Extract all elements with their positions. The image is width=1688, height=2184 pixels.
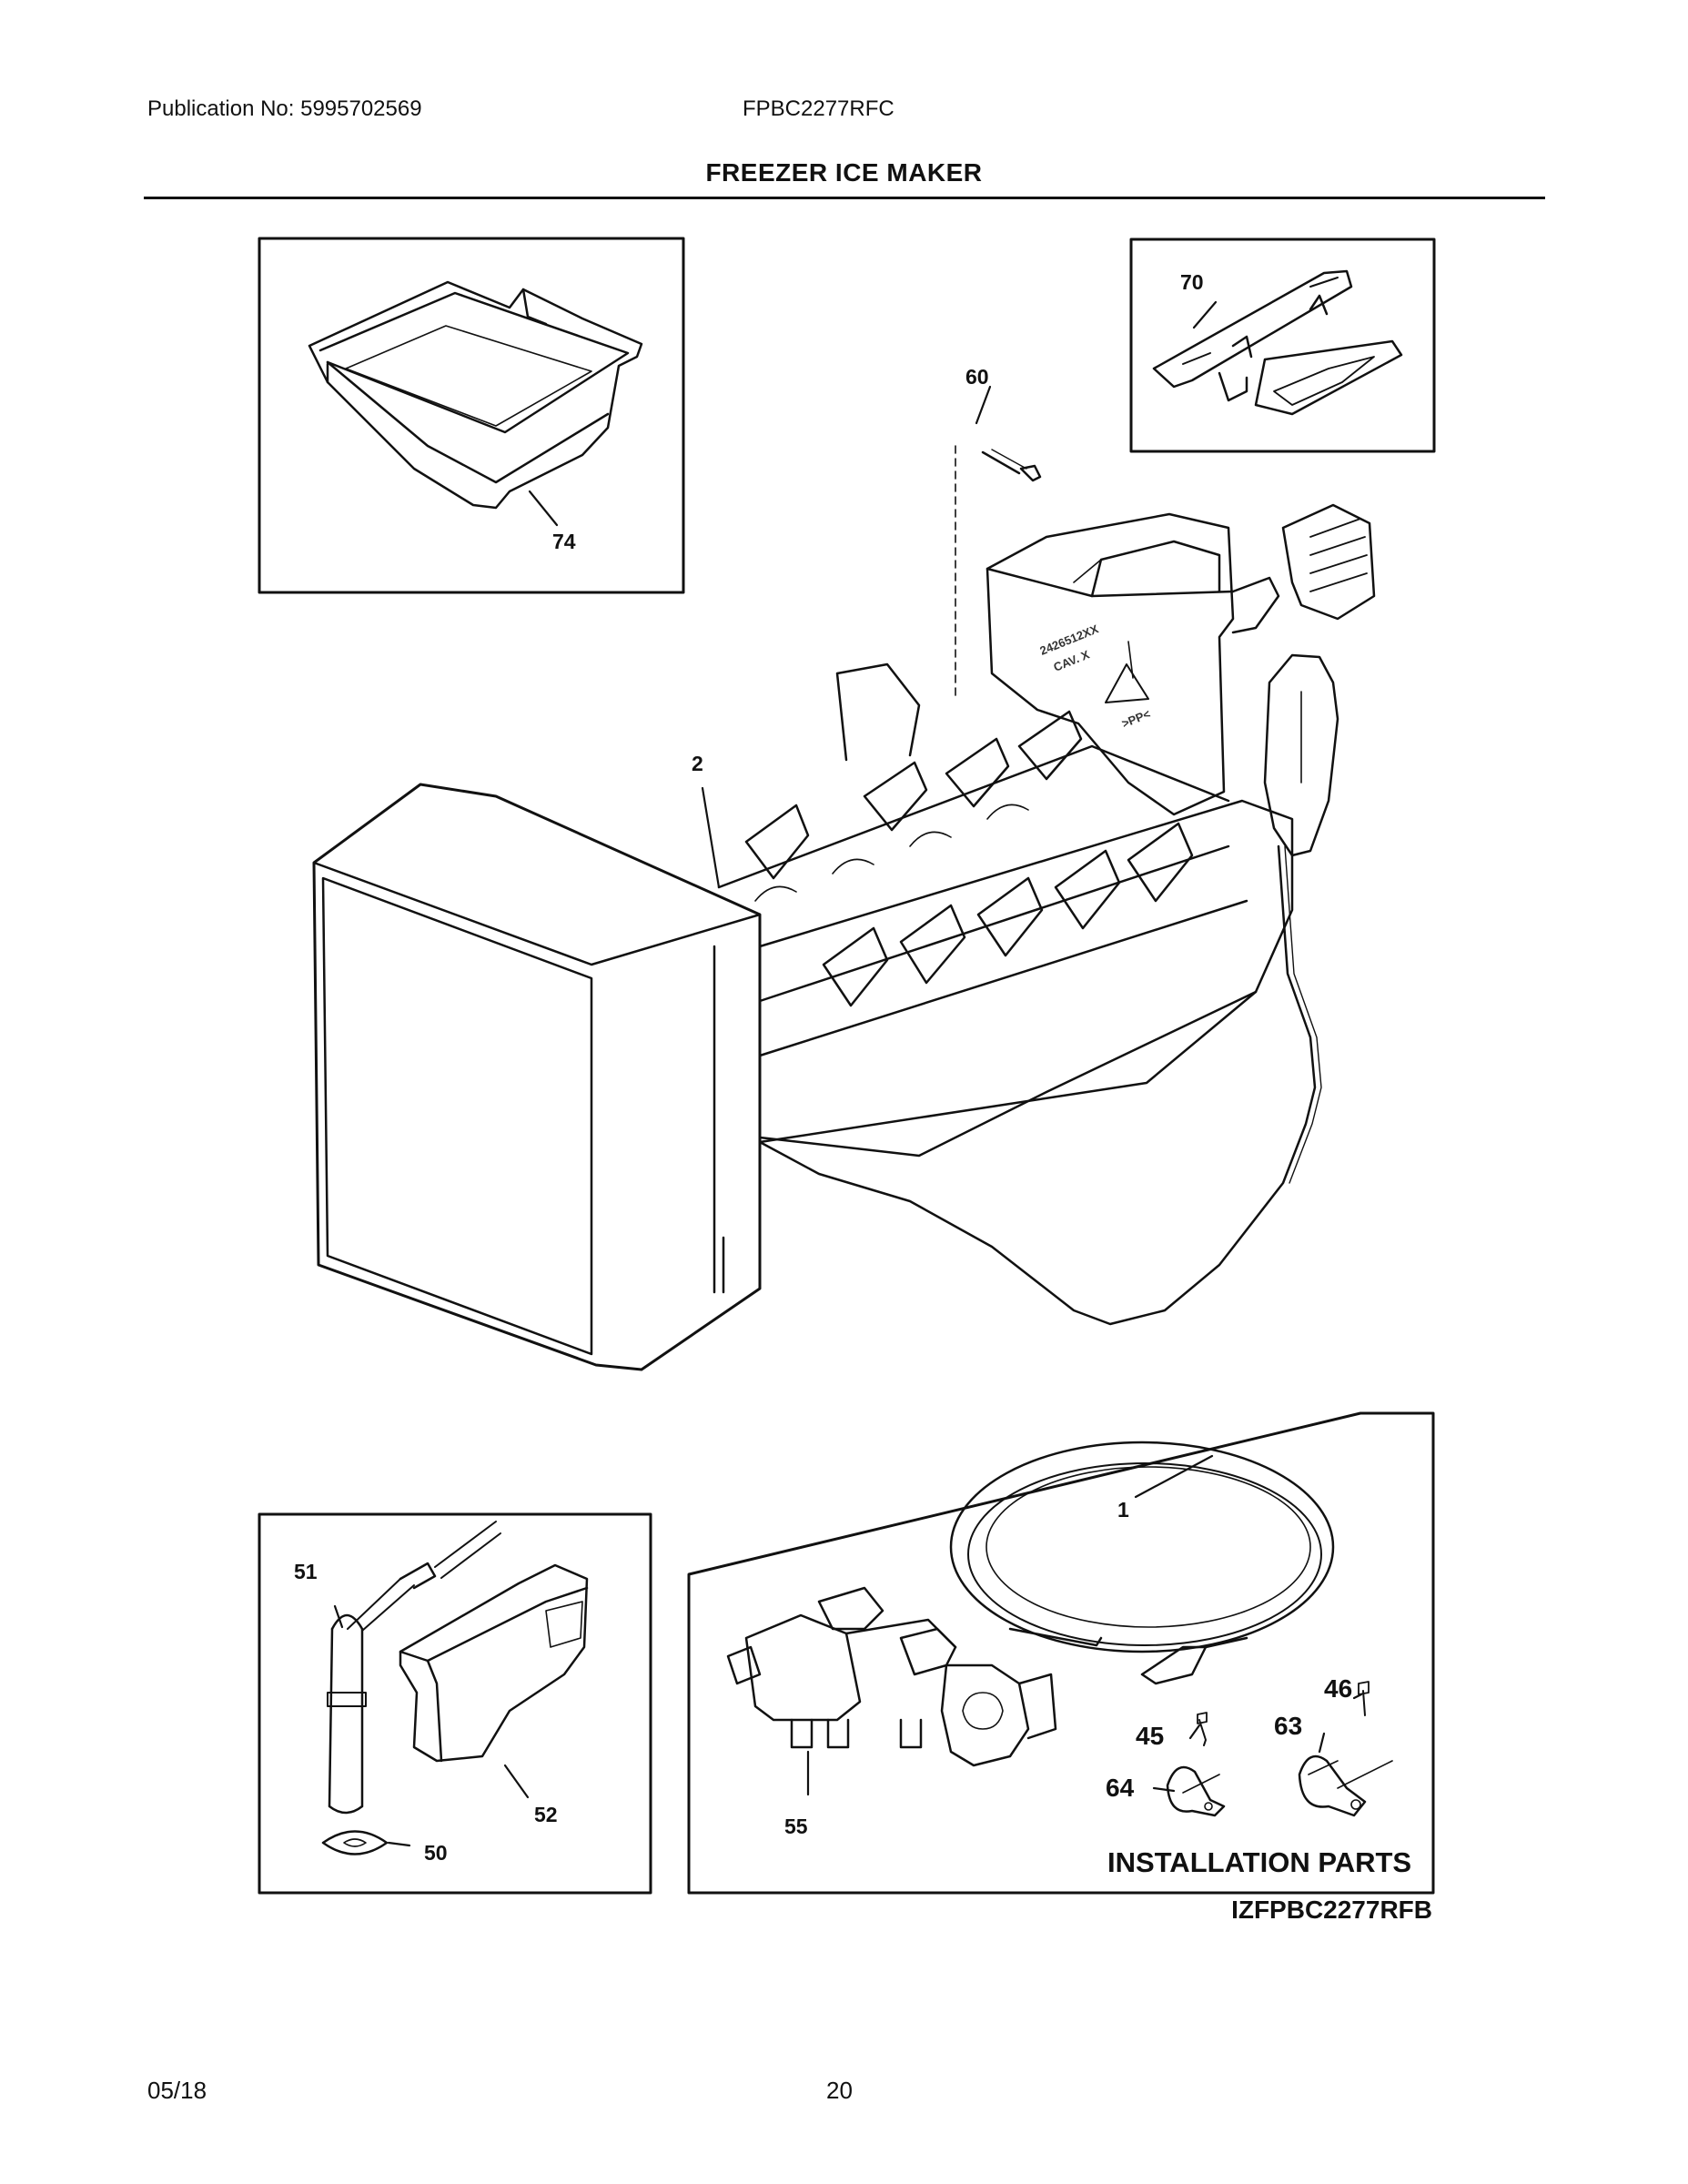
bracket-inset — [1129, 238, 1436, 453]
page-number: 20 — [826, 2077, 853, 2104]
mounting-screw-drawing — [955, 445, 1042, 697]
callout-52: 52 — [534, 1803, 558, 1826]
leader-lines — [333, 300, 1363, 1847]
diagram-code: IZFPBC2277RFB — [1231, 1896, 1432, 1924]
ice-bin-drawing — [308, 280, 643, 510]
callout-64: 64 — [1106, 1774, 1135, 1802]
model-number: FPBC2277RFC — [743, 96, 895, 121]
header-divider — [144, 197, 1545, 199]
callout-46: 46 — [1324, 1674, 1352, 1703]
tube-clamp-large-drawing — [1298, 1681, 1393, 1817]
water-line-coil-drawing — [949, 1441, 1335, 1685]
publication-number: Publication No: 5995702569 — [147, 96, 422, 121]
water-valve-drawing — [726, 1586, 1057, 1767]
callout-2: 2 — [692, 752, 703, 775]
ice-bin-inset — [258, 237, 685, 594]
callout-45: 45 — [1136, 1722, 1164, 1750]
callout-60: 60 — [965, 365, 989, 389]
tube-clamp-small-drawing — [1166, 1712, 1226, 1817]
callout-50: 50 — [424, 1841, 448, 1865]
fill-tube-drawing — [321, 1521, 589, 1855]
callout-63: 63 — [1274, 1712, 1302, 1740]
callout-1: 1 — [1117, 1498, 1129, 1522]
page-title: FREEZER ICE MAKER — [705, 158, 983, 187]
callout-70: 70 — [1180, 270, 1204, 294]
callout-55: 55 — [784, 1815, 808, 1838]
publication-date: 05/18 — [147, 2077, 207, 2104]
ice-maker-assembly-drawing — [312, 503, 1376, 1371]
installation-parts-label: INSTALLATION PARTS — [1107, 1846, 1411, 1878]
callout-74: 74 — [552, 530, 576, 553]
fill-tube-inset — [258, 1512, 652, 1895]
cover-part-number-marking: 2426512XX — [1038, 622, 1101, 657]
mounting-bracket-drawing — [1152, 269, 1403, 416]
installation-parts-inset — [687, 1411, 1435, 1895]
callout-51: 51 — [294, 1560, 318, 1583]
recycle-marking: >PP< — [1120, 707, 1153, 731]
